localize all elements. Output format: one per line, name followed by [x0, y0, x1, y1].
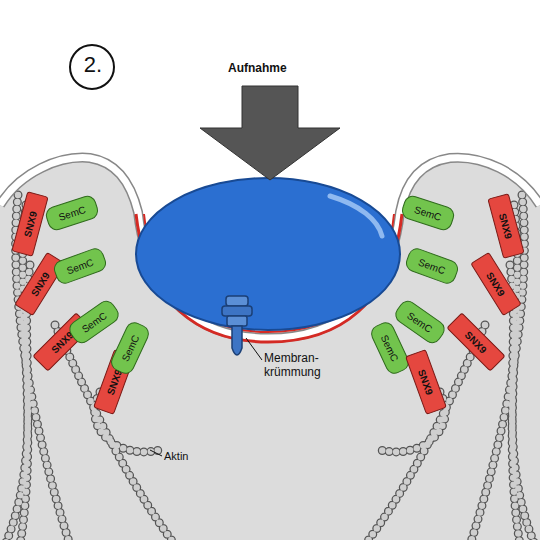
uptake-arrow [200, 86, 340, 180]
part-label: Membran- krümmung [264, 352, 334, 380]
protein-name: SemC [65, 256, 95, 276]
leader-line [246, 338, 262, 360]
host-cell [0, 158, 540, 540]
protein-name: SNX9 [497, 212, 514, 240]
part-label: Aufnahme [228, 62, 318, 76]
callout-number: 2. [78, 52, 108, 77]
protein-name: SNX9 [416, 368, 435, 396]
cell-membrane [0, 158, 540, 338]
protein-name: SemC [413, 203, 443, 222]
part-label: Aktin [164, 450, 214, 463]
highlight [330, 196, 382, 236]
protein-name: SemC [119, 333, 141, 363]
receptor [222, 296, 252, 355]
cell-membrane [0, 158, 540, 338]
protein-name: SemC [57, 203, 87, 222]
leader-line [150, 450, 162, 456]
protein-name: SNX9 [21, 210, 38, 238]
bacterium [136, 178, 400, 330]
protein-name: SemC [417, 256, 447, 276]
protein-name: SemC [379, 333, 401, 363]
callout-circle [70, 45, 114, 89]
